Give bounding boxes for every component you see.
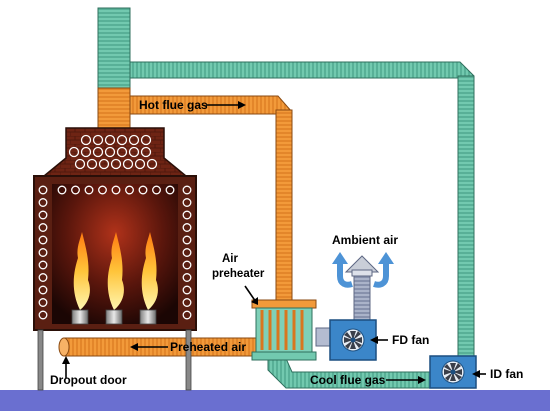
ambient-air-arrow-left bbox=[337, 262, 353, 288]
label-air-preheater-1: Air bbox=[222, 253, 239, 265]
tube-ring bbox=[182, 298, 192, 307]
tube-ring bbox=[84, 185, 94, 195]
tube-ring bbox=[182, 260, 192, 270]
tube-ring bbox=[74, 158, 86, 170]
tube-ring bbox=[122, 158, 134, 170]
tube-ring bbox=[38, 223, 48, 232]
dropout-door bbox=[58, 337, 70, 357]
tube-ring bbox=[38, 310, 48, 320]
left-arrow-icon bbox=[130, 343, 168, 351]
flame-burner-icon bbox=[105, 232, 124, 325]
tube-ring bbox=[38, 185, 48, 195]
tube-ring bbox=[98, 158, 110, 170]
label-ambient-air: Ambient air bbox=[332, 233, 398, 247]
tube-ring bbox=[125, 185, 134, 195]
fan-rotor-icon bbox=[341, 328, 365, 352]
tube-ring bbox=[182, 310, 192, 320]
tube-ring bbox=[182, 285, 192, 295]
tube-ring bbox=[92, 134, 104, 146]
tube-ring bbox=[165, 185, 175, 195]
tube-ring bbox=[152, 185, 161, 195]
burner-row bbox=[71, 232, 158, 325]
label-air-preheater-2: preheater bbox=[212, 268, 265, 280]
down-arrow-icon bbox=[244, 285, 258, 305]
tube-ring bbox=[128, 134, 140, 146]
stack-duct bbox=[97, 7, 131, 89]
tube-ring bbox=[111, 185, 121, 195]
tube-ring bbox=[182, 185, 192, 195]
ambient-air-arrowhead-right bbox=[378, 252, 394, 264]
tube-ring bbox=[57, 185, 67, 195]
label-hot-flue-gas: Hot flue gas bbox=[139, 98, 208, 112]
left-arrow-icon bbox=[370, 336, 388, 344]
tube-ring bbox=[134, 158, 146, 170]
right-arrow-icon bbox=[206, 101, 246, 109]
intake-collar bbox=[351, 269, 373, 277]
tube-ring bbox=[80, 134, 92, 146]
flame-burner-icon bbox=[71, 232, 90, 325]
ambient-air-intake bbox=[353, 275, 371, 323]
tube-ring bbox=[86, 158, 98, 170]
tube-ring bbox=[182, 248, 192, 257]
right-arrow-icon bbox=[386, 376, 426, 384]
ambient-air-arrowhead-left bbox=[332, 252, 348, 264]
tube-ring bbox=[38, 260, 48, 270]
fan-rotor-icon bbox=[441, 360, 465, 384]
tube-ring bbox=[98, 185, 107, 195]
tube-ring bbox=[116, 134, 128, 146]
tube-ring bbox=[182, 273, 192, 282]
tube-ring bbox=[182, 235, 192, 245]
tube-ring bbox=[138, 185, 148, 195]
right-arrow-icon bbox=[472, 370, 486, 378]
tube-ring bbox=[38, 285, 48, 295]
tube-ring bbox=[80, 146, 92, 158]
tube-ring bbox=[68, 146, 80, 158]
tube-ring bbox=[104, 134, 116, 146]
furnace-leg-right bbox=[185, 329, 192, 391]
label-id-fan: ID fan bbox=[490, 367, 523, 381]
label-dropout-door: Dropout door bbox=[50, 373, 127, 387]
tube-ring bbox=[182, 210, 192, 220]
tube-ring bbox=[71, 185, 80, 195]
hot-stack-base bbox=[97, 87, 131, 133]
tube-ring bbox=[140, 146, 152, 158]
tube-ring bbox=[38, 235, 48, 245]
return-duct-vertical bbox=[457, 75, 475, 367]
id-fan bbox=[429, 355, 477, 389]
tube-ring bbox=[38, 273, 48, 282]
ambient-air-arrow-right bbox=[373, 262, 389, 288]
tube-ring bbox=[38, 198, 48, 207]
flame-burner-icon bbox=[139, 232, 158, 325]
furnace-leg-left bbox=[37, 329, 44, 391]
ground bbox=[0, 390, 550, 411]
tube-ring bbox=[38, 298, 48, 307]
up-arrow-icon bbox=[62, 356, 70, 378]
tube-ring bbox=[116, 146, 128, 158]
fd-fan bbox=[329, 319, 377, 361]
label-fd-fan: FD fan bbox=[392, 333, 429, 347]
tube-ring bbox=[140, 134, 152, 146]
hot-duct-down bbox=[275, 109, 293, 303]
tube-ring bbox=[38, 248, 48, 257]
tube-ring bbox=[92, 146, 104, 158]
tube-ring bbox=[128, 146, 140, 158]
tube-ring bbox=[182, 223, 192, 232]
convection-tubes bbox=[68, 134, 158, 170]
tube-ring bbox=[110, 158, 122, 170]
air-preheater bbox=[251, 299, 317, 361]
tube-ring bbox=[146, 158, 158, 170]
waterwall-tubes bbox=[38, 185, 192, 320]
label-cool-flue-gas: Cool flue gas bbox=[310, 373, 386, 387]
label-preheated-air: Preheated air bbox=[170, 340, 246, 354]
tube-ring bbox=[182, 198, 192, 207]
tube-ring bbox=[104, 146, 116, 158]
tube-ring bbox=[38, 210, 48, 220]
